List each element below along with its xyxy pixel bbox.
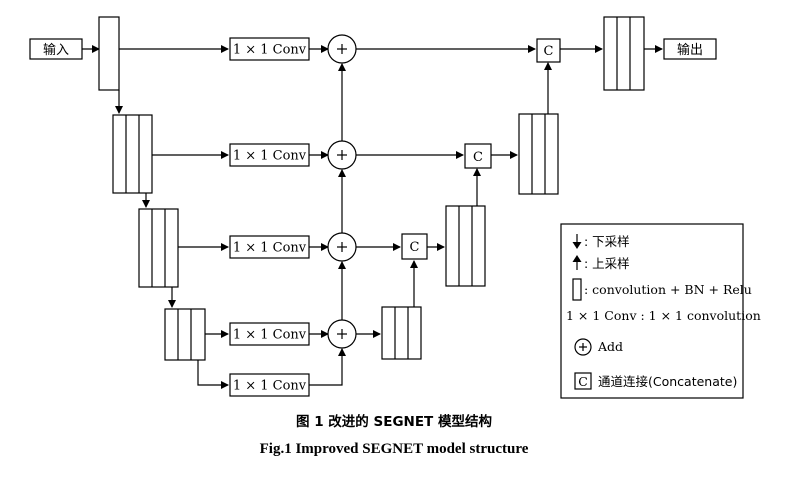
add-node-3 [327,232,357,262]
legend-concat-symbol: C [578,374,588,389]
concat-node-2: C [464,143,492,169]
conv-label: 1 × 1 Conv [233,241,307,256]
concat-node-3: C [401,233,428,260]
encoder-block-3 [138,208,179,288]
segnet-diagram: 输入 输出 [29,16,761,399]
legend-upsample: : 上采样 [584,256,630,271]
encoder-block-4 [164,308,206,361]
encoder-block-2 [112,114,153,194]
decoder-block-3 [445,205,486,287]
add-node-4 [327,319,357,349]
conv-label: 1 × 1 Conv [233,149,307,164]
conv-box-5: 1 × 1 Conv [229,373,310,397]
conv-box-3: 1 × 1 Conv [229,235,310,259]
downsample-arrow-icon [572,234,582,249]
output-label: 输出 [677,42,703,58]
legend-downsample: : 下采样 [584,234,630,249]
concat-icon: C [574,372,592,390]
upsample-arrow-icon [572,255,582,270]
figure-caption-zh: 图 1 改进的 SEGNET 模型结构 [296,414,492,430]
concat-label: C [473,150,483,165]
decoder-block-4 [381,306,422,360]
conv-box-2: 1 × 1 Conv [229,143,310,167]
add-node-1 [327,34,357,64]
connections [82,45,663,389]
output-box: 输出 [663,38,717,60]
block-icon [572,278,582,301]
add-icon [574,338,592,356]
input-label: 输入 [43,42,69,58]
decoder-block-2 [518,113,559,195]
legend-block: : convolution + BN + Relu [584,282,752,297]
legend-add: Add [597,339,623,354]
legend-conv: 1 × 1 Conv : 1 × 1 convolution [566,308,761,323]
input-box: 输入 [29,38,83,60]
legend-concat: 通道连接(Concatenate) [598,374,737,389]
conv-box-1: 1 × 1 Conv [229,37,310,61]
encoder-block-1 [98,16,120,91]
conv-label: 1 × 1 Conv [233,379,307,394]
concat-node-1: C [536,38,561,63]
conv-label: 1 × 1 Conv [233,328,307,343]
concat-label: C [410,240,420,255]
add-node-2 [327,140,357,170]
legend: : 下采样 : 上采样 : convolution + BN + Relu 1 … [560,223,761,399]
concat-label: C [544,44,554,59]
conv-label: 1 × 1 Conv [233,43,307,58]
conv-box-4: 1 × 1 Conv [229,322,310,346]
decoder-block-1 [603,16,645,91]
figure-caption-en: Fig.1 Improved SEGNET model structure [259,441,529,457]
